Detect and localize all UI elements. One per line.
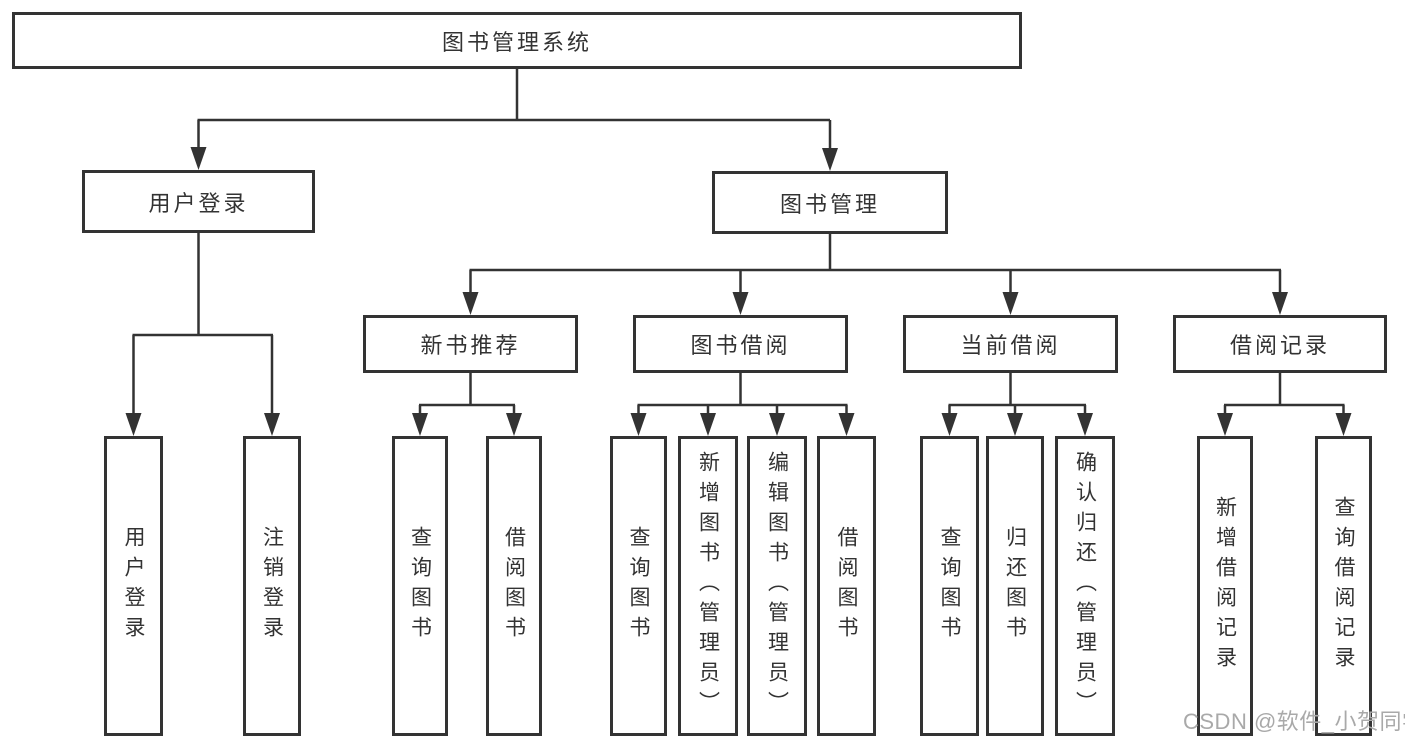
connector-lines [132,68,1345,414]
leaf-query-books-current-label: 查询图书 [938,526,961,646]
leaf-add-book-admin: 新增图书（管理员） [678,436,738,736]
leaf-edit-book-admin-label: 编辑图书（管理员） [765,451,789,721]
leaf-borrow-books-label: 借阅图书 [835,526,858,646]
leaf-query-books-recommend-label: 查询图书 [408,526,432,646]
node-current-borrowing: 当前借阅 [903,315,1118,373]
node-new-book-recommendation: 新书推荐 [363,315,578,373]
leaf-logout: 注销登录 [243,436,301,736]
leaf-query-books-borrowing: 查询图书 [610,436,667,736]
leaf-query-books-recommend: 查询图书 [392,436,448,736]
node-book-management: 图书管理 [712,171,948,234]
leaf-confirm-return-admin: 确认归还（管理员） [1055,436,1115,736]
connector-arrowheads [125,147,1352,436]
node-user-login: 用户登录 [82,170,315,233]
leaf-query-books-borrowing-label: 查询图书 [627,526,650,646]
leaf-return-book-label: 归还图书 [1003,526,1027,646]
leaf-add-book-admin-label: 新增图书（管理员） [696,451,720,721]
node-borrowing-records: 借阅记录 [1173,315,1387,373]
csdn-watermark: CSDN @软件_小贺同学 [1183,709,1405,734]
node-library-management-system: 图书管理系统 [12,12,1022,69]
node-book-borrowing: 图书借阅 [633,315,848,373]
leaf-query-borrow-record-label: 查询借阅记录 [1332,496,1355,676]
leaf-borrow-books: 借阅图书 [817,436,876,736]
leaf-return-book: 归还图书 [986,436,1044,736]
leaf-logout-label: 注销登录 [260,526,284,646]
leaf-borrow-books-recommend-label: 借阅图书 [502,526,526,646]
leaf-query-borrow-record: 查询借阅记录 [1315,436,1372,736]
leaf-user-login: 用户登录 [104,436,163,736]
leaf-add-borrow-record-label: 新增借阅记录 [1213,496,1237,676]
leaf-confirm-return-admin-label: 确认归还（管理员） [1073,451,1097,721]
leaf-edit-book-admin: 编辑图书（管理员） [747,436,807,736]
leaf-add-borrow-record: 新增借阅记录 [1197,436,1253,736]
leaf-user-login-label: 用户登录 [122,526,145,646]
leaf-query-books-current: 查询图书 [920,436,979,736]
leaf-borrow-books-recommend: 借阅图书 [486,436,542,736]
